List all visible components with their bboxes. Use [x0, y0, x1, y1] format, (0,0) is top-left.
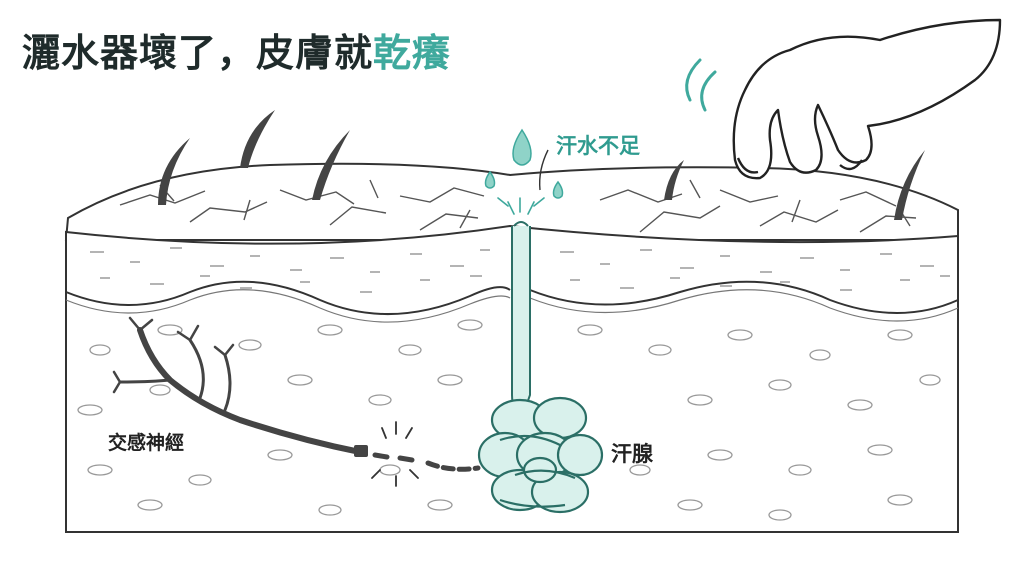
label-sweat-gland: 汗腺 [611, 442, 653, 466]
title-accent: 乾癢 [373, 31, 452, 75]
label-sweat-lack: 汗水不足 [556, 134, 640, 158]
sweat-gland [477, 396, 604, 514]
sweat-spray-lines [497, 197, 545, 215]
epidermis-layer [65, 280, 511, 316]
label-sympathetic-nerve: 交感神經 [108, 432, 185, 454]
page-title: 灑水器壞了，皮膚就乾癢 [22, 31, 452, 75]
epidermis-texture [90, 247, 950, 293]
epidermis-layer-right [529, 280, 959, 314]
hair-icon [158, 110, 925, 220]
dermis-cells [77, 319, 941, 521]
signal-break-icon [371, 421, 419, 487]
sweat-duct [511, 226, 531, 420]
skin-top-surface [64, 162, 959, 241]
scratch-motion-lines [685, 58, 717, 112]
sympathetic-nerve [112, 316, 481, 472]
hand-icon [732, 18, 1002, 180]
water-drop-icon [484, 128, 564, 199]
nerve-end [354, 445, 368, 457]
callout-line [538, 149, 549, 191]
